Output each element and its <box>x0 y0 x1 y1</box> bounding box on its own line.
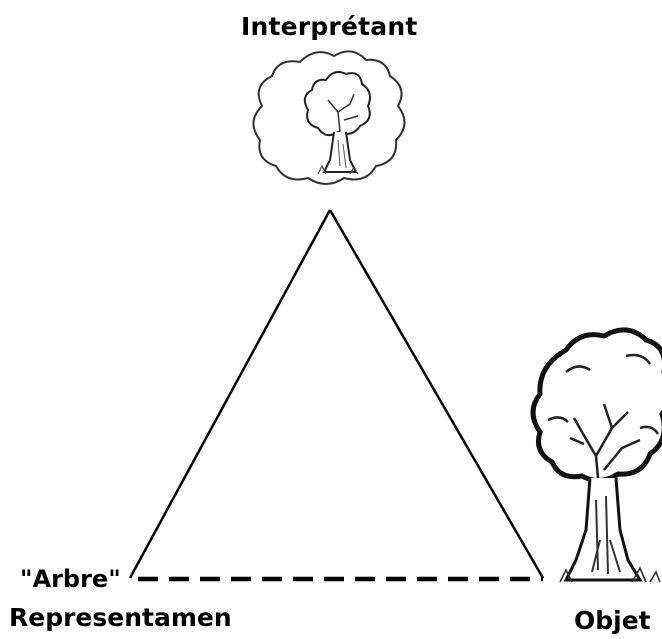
edge-representamen-interpretant <box>128 209 332 579</box>
thought-bubble-tree-icon <box>252 50 406 185</box>
representamen-label: Representamen <box>9 603 232 632</box>
edge-interpretant-objet <box>328 209 545 579</box>
interpretant-label: Interprétant <box>241 12 418 41</box>
tree-icon <box>530 327 662 583</box>
sign-word-label: "Arbre" <box>20 565 123 593</box>
objet-label: Objet <box>574 606 651 635</box>
